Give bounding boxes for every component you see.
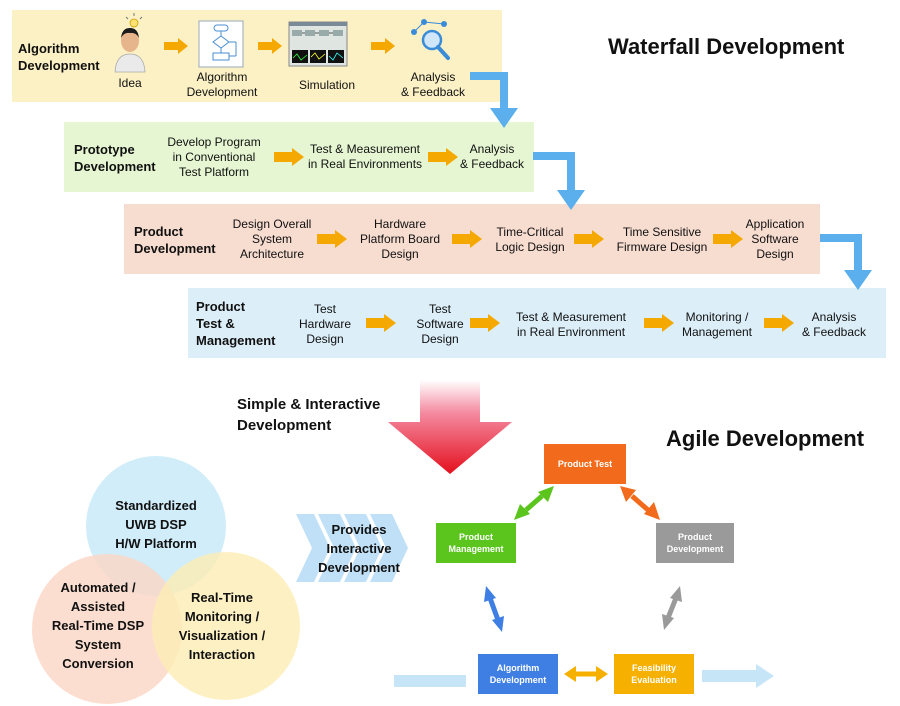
automated-conversion-text: Automated / Assisted Real-Time DSP Syste…	[51, 580, 145, 671]
product-development-label: Product Development	[134, 224, 216, 256]
circle-real-time-monitoring	[152, 552, 300, 700]
waterfall-title: Waterfall Development	[608, 34, 845, 59]
step-arrow-3-2	[452, 230, 482, 248]
double-arrow-algorithm-feasibility	[564, 666, 608, 682]
test-hardware-design-label: Test Hardware Design	[298, 302, 352, 346]
step-arrow-4-3	[644, 314, 674, 332]
prototype-development-label: Prototype Development	[74, 142, 156, 174]
step-arrow-2-1	[274, 148, 304, 166]
time-critical-logic-label: Time-Critical Logic Design	[495, 225, 565, 254]
step-arrow-4-4	[764, 314, 794, 332]
feasibility-evaluation-box: Feasibility Evaluation	[614, 654, 694, 694]
step-arrow-3-1	[317, 230, 347, 248]
step-arrow-4-1	[366, 314, 396, 332]
real-time-monitoring-text: Real-Time Monitoring / Visualization / I…	[178, 590, 266, 662]
flow-arrow-2	[533, 152, 585, 210]
analysis-feedback-label-row1: Analysis & Feedback	[400, 70, 466, 99]
algorithm-development-step-label: Algorithm Development	[186, 70, 258, 99]
simple-interactive-label: Simple & Interactive Development	[237, 396, 381, 434]
develop-program-label: Develop Program in Conventional Test Pla…	[167, 135, 261, 179]
step-arrow-3-3	[574, 230, 604, 248]
product-test-box: Product Test	[544, 444, 626, 484]
provides-chevrons	[296, 514, 408, 582]
outgoing-arrow	[702, 664, 774, 688]
standardized-platform-text: Standardized UWB DSP H/W Platform	[115, 498, 197, 551]
algorithm-development-box: Algorithm Development	[478, 654, 558, 694]
idea-icon	[114, 13, 146, 73]
time-sensitive-firmware-label: Time Sensitive Firmware Design	[616, 225, 708, 254]
double-arrow-test-management	[514, 486, 554, 520]
analysis-feedback-label-row4: Analysis & Feedback	[801, 310, 867, 339]
algorithm-development-label: Algorithm Development	[18, 41, 100, 73]
double-arrow-management-algorithm	[484, 586, 504, 632]
step-arrow-1-2	[258, 38, 282, 54]
flowchart-icon	[198, 20, 244, 68]
flow-arrow-1	[470, 72, 518, 128]
step-arrow-4-2	[470, 314, 500, 332]
agile-title: Agile Development	[666, 426, 865, 451]
product-development-box: Product Development	[656, 523, 734, 563]
step-arrow-1-1	[164, 38, 188, 54]
flow-arrow-3	[820, 234, 872, 290]
provides-interactive-label: Provides Interactive Development	[318, 522, 400, 575]
monitoring-management-label: Monitoring / Management	[681, 310, 753, 339]
incoming-bar	[394, 675, 466, 687]
big-down-arrow	[388, 380, 512, 474]
application-software-label: Application Software Design	[745, 217, 805, 261]
analysis-magnifier-icon	[411, 19, 450, 60]
double-arrow-test-development	[620, 486, 660, 520]
simulation-screen-icon	[288, 21, 348, 67]
design-overall-architecture-label: Design Overall System Architecture	[232, 217, 312, 261]
idea-label: Idea	[118, 76, 142, 90]
test-measurement-real-envs-label: Test & Measurement in Real Environments	[307, 142, 423, 171]
step-arrow-1-3	[371, 38, 395, 54]
double-arrow-feasibility-development	[662, 586, 682, 630]
analysis-feedback-label-row2: Analysis & Feedback	[459, 142, 525, 171]
test-software-design-label: Test Software Design	[416, 302, 464, 346]
product-test-management-label: Product Test & Management	[196, 299, 276, 348]
hardware-platform-board-label: Hardware Platform Board Design	[359, 217, 441, 261]
test-measurement-real-env-label: Test & Measurement in Real Environment	[515, 310, 627, 339]
simulation-label: Simulation	[298, 78, 356, 92]
step-arrow-2-2	[428, 148, 458, 166]
product-management-box: Product Management	[436, 523, 516, 563]
step-arrow-3-4	[713, 230, 743, 248]
